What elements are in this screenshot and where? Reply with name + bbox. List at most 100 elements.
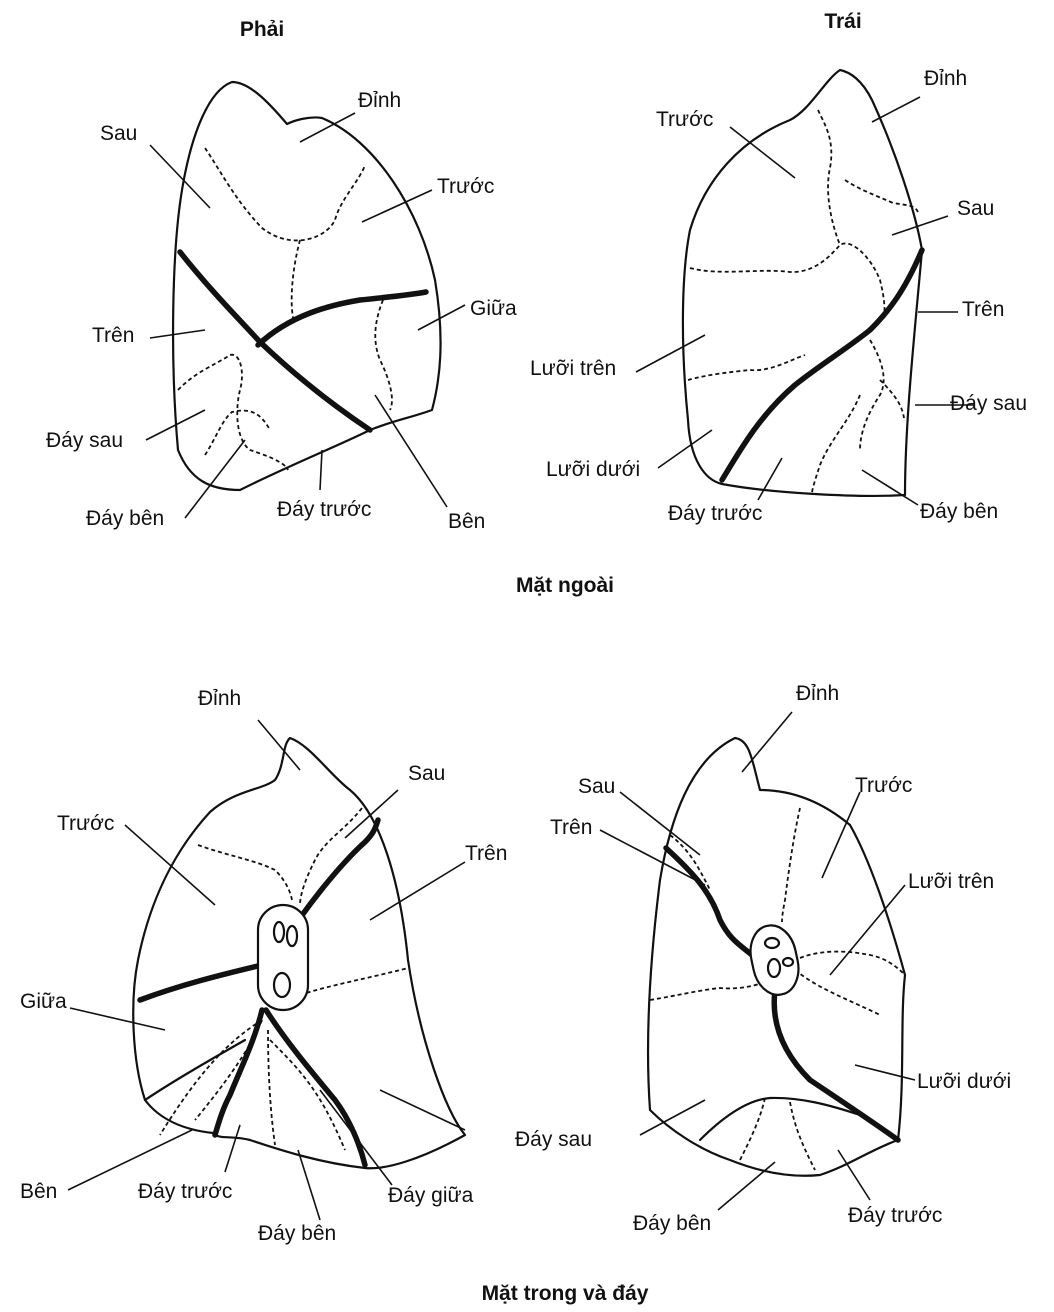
leader — [320, 1090, 392, 1185]
left-inner-seg-line — [795, 970, 880, 1015]
leader — [620, 792, 700, 855]
left-outer-seg-line — [818, 110, 840, 245]
right-inner-horizontal-fissure — [140, 965, 262, 1000]
label-right-inner-giua: Giữa — [20, 990, 67, 1013]
left-outer-seg-line — [845, 180, 918, 212]
right-lung-inner: Đỉnh Sau Trước Trên Giữa Bên Đáy trước Đ… — [20, 687, 507, 1245]
label-left-inner-luoi-duoi: Lưỡi dưới — [917, 1070, 1011, 1093]
label-left-outer-tren: Trên — [962, 298, 1004, 321]
label-right-outer-day-ben: Đáy bên — [86, 507, 164, 530]
leader — [320, 450, 322, 490]
label-left-outer-dinh: Đỉnh — [924, 67, 967, 90]
right-inner-hilum-bronchus — [274, 973, 290, 997]
label-left-inner-truoc: Trước — [855, 774, 912, 797]
leader — [370, 862, 465, 920]
leader — [70, 1008, 165, 1030]
left-inner-seg-line — [800, 952, 905, 975]
leader — [636, 335, 705, 372]
leader — [838, 1150, 870, 1200]
right-inner-lower-fissure — [266, 1010, 365, 1165]
right-inner-oblique-fissure — [300, 820, 378, 918]
leader — [380, 1090, 465, 1130]
label-left-outer-luoi-duoi: Lưỡi dưới — [546, 458, 640, 481]
leader — [742, 712, 792, 772]
left-outer-oblique-fissure — [722, 250, 922, 480]
leader — [872, 97, 920, 122]
right-outer-seg-line — [205, 148, 365, 240]
right-outer-outline — [173, 82, 441, 490]
label-right-inner-sau: Sau — [408, 762, 445, 785]
left-inner-seg-line — [782, 808, 800, 922]
label-left-outer-day-truoc: Đáy trước — [668, 502, 762, 525]
label-right-inner-day-ben: Đáy bên — [258, 1222, 336, 1245]
label-right-outer-day-sau: Đáy sau — [46, 429, 123, 452]
header-left: Trái — [824, 10, 861, 33]
left-outer-seg-line — [860, 340, 884, 450]
right-inner-hilum-vessel — [287, 926, 297, 946]
left-outer-seg-line — [690, 243, 885, 320]
header-right: Phải — [240, 18, 284, 41]
label-right-outer-tren: Trên — [92, 324, 134, 347]
caption-outer: Mặt ngoài — [516, 574, 614, 597]
left-inner-seg-line — [790, 1102, 815, 1170]
right-outer-oblique-fissure — [180, 252, 370, 430]
right-outer-seg-line — [205, 411, 270, 455]
leader — [258, 720, 300, 770]
caption-inner: Mặt trong và đáy — [482, 1282, 649, 1305]
left-inner-base-edge — [700, 1098, 898, 1140]
label-right-outer-truoc: Trước — [437, 175, 494, 198]
left-inner-oblique-fissure-upper — [666, 848, 752, 955]
leader — [375, 395, 447, 507]
right-inner-seg-line — [198, 845, 292, 900]
label-right-outer-dinh: Đỉnh — [358, 89, 401, 112]
label-right-outer-ben: Bên — [448, 510, 485, 533]
label-left-outer-sau: Sau — [957, 197, 994, 220]
label-right-outer-day-truoc: Đáy trước — [277, 498, 371, 521]
label-left-inner-day-sau: Đáy sau — [515, 1128, 592, 1151]
label-left-outer-truoc: Trước — [656, 108, 713, 131]
left-lung-inner: Đỉnh Sau Trước Trên Lưỡi trên Lưỡi dưới … — [515, 682, 1011, 1235]
leader — [855, 1065, 915, 1080]
right-outer-seg-line — [292, 240, 300, 318]
left-inner-seg-line — [650, 980, 768, 1000]
leader — [862, 470, 918, 505]
leader — [225, 1125, 240, 1172]
right-inner-seg-line — [268, 1030, 275, 1145]
left-inner-hilum-vessel — [765, 938, 779, 948]
right-inner-seg-line — [160, 1020, 262, 1135]
leader — [418, 305, 465, 330]
left-outer-seg-line — [880, 380, 904, 418]
left-outer-seg-line — [812, 395, 860, 493]
label-left-inner-sau: Sau — [578, 775, 615, 798]
leader — [185, 440, 245, 518]
leader — [362, 190, 432, 222]
label-right-inner-truoc: Trước — [57, 812, 114, 835]
label-left-outer-day-sau: Đáy sau — [950, 392, 1027, 415]
label-left-outer-day-ben: Đáy bên — [920, 500, 998, 523]
label-left-inner-tren: Trên — [550, 816, 592, 839]
left-outer-seg-line — [688, 355, 805, 380]
right-inner-lower-fissure — [215, 1010, 262, 1135]
label-right-inner-day-giua: Đáy giữa — [388, 1184, 474, 1207]
leader — [125, 825, 215, 905]
left-inner-seg-line — [670, 835, 710, 890]
leader — [718, 1162, 775, 1210]
right-outer-seg-line — [375, 300, 392, 410]
left-outer-outline — [683, 70, 922, 496]
label-left-inner-dinh: Đỉnh — [796, 682, 839, 705]
label-right-outer-sau: Sau — [100, 122, 137, 145]
right-lung-outer: Đỉnh Sau Trước Giữa Trên Đáy sau Đáy bên… — [46, 82, 517, 533]
label-right-inner-day-truoc: Đáy trước — [138, 1180, 232, 1203]
leader — [830, 885, 905, 975]
leader — [658, 430, 712, 468]
label-right-outer-giua: Giữa — [470, 297, 517, 320]
leader — [150, 330, 205, 338]
right-inner-hilum-vessel — [274, 922, 284, 942]
label-left-inner-day-ben: Đáy bên — [633, 1212, 711, 1235]
leader — [758, 458, 782, 500]
label-left-inner-luoi-tren: Lưỡi trên — [908, 870, 994, 893]
left-inner-hilum-bronchus — [768, 959, 780, 977]
label-right-inner-ben: Bên — [20, 1180, 57, 1203]
label-right-inner-tren: Trên — [465, 842, 507, 865]
